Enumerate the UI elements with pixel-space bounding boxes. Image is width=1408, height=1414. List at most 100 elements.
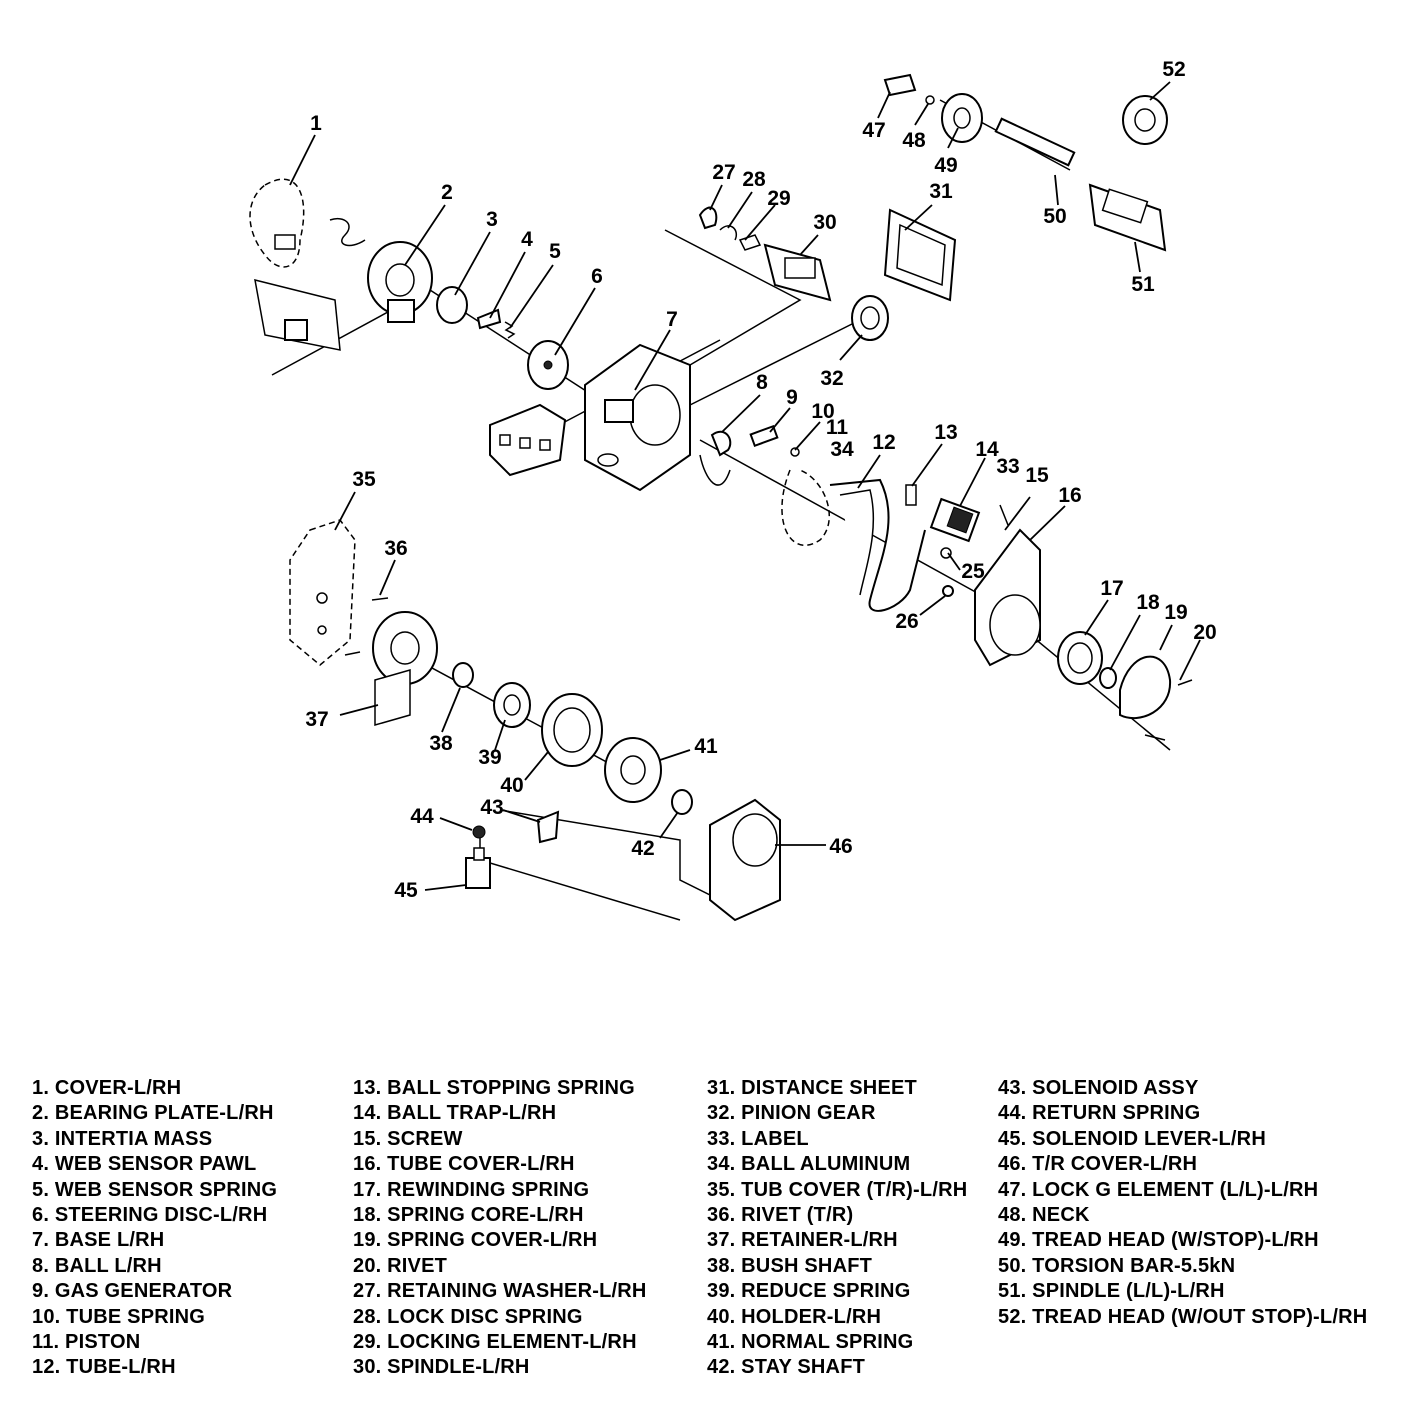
part-locking-element	[738, 234, 762, 251]
legend-item: 5. WEB SENSOR SPRING	[32, 1178, 278, 1201]
callout-9: 9	[786, 386, 798, 409]
callout-19: 19	[1164, 601, 1187, 624]
part-tread-head	[941, 93, 983, 143]
legend-item: 12. TUBE-L/RH	[32, 1356, 176, 1379]
callout-20: 20	[1193, 621, 1216, 644]
legend-item: 28. LOCK DISC SPRING	[353, 1305, 583, 1328]
callout-31: 31	[929, 180, 953, 203]
legend-item: 31. DISTANCE SHEET	[707, 1077, 917, 1099]
legend-item: 34. BALL ALUMINUM	[707, 1153, 911, 1176]
part-tube	[829, 478, 926, 612]
part-ball-stopping-spring	[905, 484, 917, 506]
part-tub-cover	[289, 519, 356, 666]
legend-item: 11. PISTON	[32, 1331, 141, 1354]
legend-item: 6. STEERING DISC-L/RH	[32, 1204, 268, 1227]
callout-33: 33	[996, 455, 1019, 478]
callout-32: 32	[820, 367, 843, 390]
part-lock-g-element	[883, 73, 917, 97]
callout-26: 26	[895, 610, 918, 633]
callout-48: 48	[902, 129, 926, 152]
part-steering-disc	[527, 340, 569, 390]
part-stay-shaft	[671, 789, 693, 815]
legend-item: 7. BASE L/RH	[32, 1229, 165, 1252]
part-bush-shaft	[452, 662, 474, 688]
legend-item: 3. INTERTIA MASS	[32, 1127, 213, 1150]
legend-item: 48. NECK	[998, 1204, 1090, 1227]
callout-36: 36	[384, 537, 407, 560]
callout-13: 13	[934, 421, 957, 444]
callout-30: 30	[813, 211, 836, 234]
callout-34: 34	[830, 438, 854, 461]
callout-42: 42	[631, 837, 654, 860]
callout-43: 43	[480, 796, 503, 819]
callout-35: 35	[352, 468, 376, 491]
callout-28: 28	[742, 168, 766, 191]
legend-item: 49. TREAD HEAD (W/STOP)-L/RH	[998, 1229, 1319, 1252]
legend-item: 50. TORSION BAR-5.5kN	[998, 1254, 1236, 1277]
legend-item: 8. BALL L/RH	[32, 1254, 162, 1277]
part-retainer	[372, 611, 438, 726]
callout-38: 38	[429, 732, 453, 755]
legend-item: 41. NORMAL SPRING	[707, 1331, 914, 1354]
part-tr-cover	[709, 798, 781, 922]
part-rewinding-spring	[1057, 631, 1103, 685]
callout-52: 52	[1162, 58, 1185, 81]
leader-lines	[289, 81, 1201, 891]
callout-1: 1	[310, 112, 322, 135]
callout-11: 11	[826, 416, 849, 439]
legend-item: 29. LOCKING ELEMENT-L/RH	[353, 1331, 637, 1354]
legend-item: 39. REDUCE SPRING	[707, 1280, 911, 1303]
callout-29: 29	[767, 187, 790, 210]
callout-7: 7	[666, 308, 678, 331]
part-base	[584, 343, 691, 492]
part-spring-core	[1099, 667, 1117, 689]
callout-50: 50	[1043, 205, 1066, 228]
part-retaining-washer	[698, 206, 718, 230]
legend-item: 4. WEB SENSOR PAWL	[32, 1153, 257, 1176]
legend-item: 19. SPRING COVER-L/RH	[353, 1229, 598, 1252]
legend-item: 44. RETURN SPRING	[998, 1102, 1201, 1125]
callout-4: 4	[521, 228, 533, 251]
part-tube-cover	[974, 528, 1041, 667]
part-spindle	[763, 243, 832, 302]
part-pinion-gear	[851, 295, 889, 341]
legend-item: 46. T/R COVER-L/RH	[998, 1153, 1198, 1176]
callout-39: 39	[478, 746, 501, 769]
callout-27: 27	[712, 161, 735, 184]
part-connector-block	[489, 403, 567, 477]
callout-12: 12	[872, 431, 895, 454]
part-rivet-tr	[344, 597, 389, 656]
part-cover	[249, 178, 366, 351]
legend-item: 18. SPRING CORE-L/RH	[353, 1204, 584, 1227]
legend-item: 38. BUSH SHAFT	[707, 1254, 873, 1277]
part-ball	[699, 430, 732, 486]
callout-15: 15	[1025, 464, 1049, 487]
callout-2: 2	[441, 181, 453, 204]
part-ball-trap	[929, 497, 981, 543]
callout-45: 45	[394, 879, 418, 902]
callout-49: 49	[934, 154, 957, 177]
legend-item: 32. PINION GEAR	[707, 1102, 876, 1125]
legend-item: 14. BALL TRAP-L/RH	[353, 1102, 557, 1125]
callout-17: 17	[1100, 577, 1123, 600]
part-lock-disc-spring	[719, 225, 737, 241]
callout-8: 8	[756, 371, 768, 394]
callout-40: 40	[500, 774, 523, 797]
part-neck	[925, 95, 935, 105]
legend-item: 36. RIVET (T/R)	[707, 1204, 854, 1227]
legend-item: 10. TUBE SPRING	[32, 1305, 206, 1328]
part-inertia-mass	[436, 286, 468, 324]
legend-item: 45. SOLENOID LEVER-L/RH	[998, 1127, 1266, 1150]
callout-3: 3	[486, 208, 498, 231]
part-web-sensor-pawl	[476, 308, 502, 330]
part-screw	[999, 504, 1009, 526]
callout-41: 41	[694, 735, 718, 758]
legend-item: 15. SCREW	[353, 1127, 463, 1150]
callout-46: 46	[829, 835, 852, 858]
legend-item: 2. BEARING PLATE-L/RH	[32, 1102, 274, 1125]
